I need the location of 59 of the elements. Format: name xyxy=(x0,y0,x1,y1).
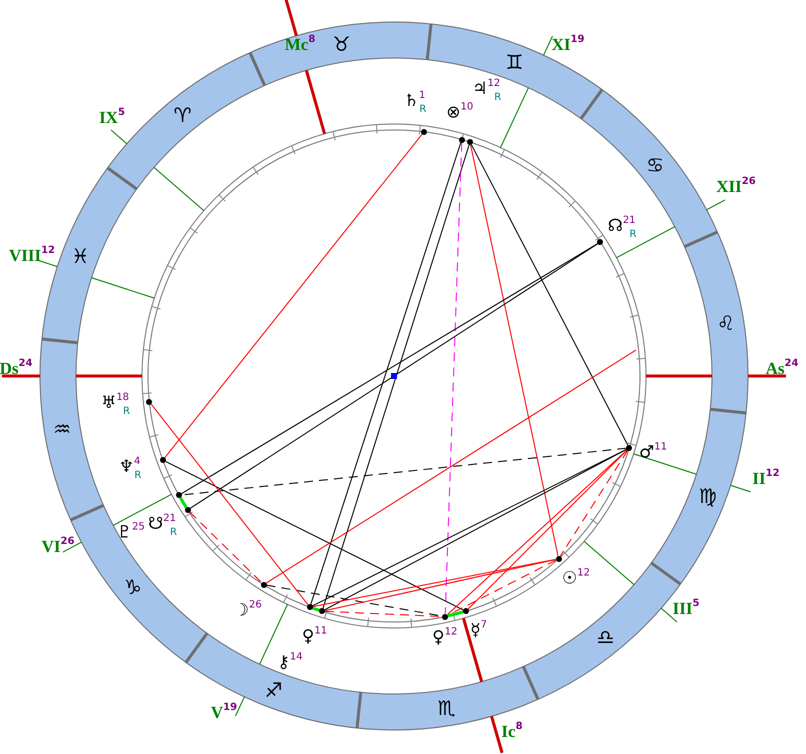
zodiac-sign-glyph: ♉ xyxy=(332,34,350,54)
aspect-line xyxy=(164,134,423,458)
house-cusp-label: VI$^{26}$ xyxy=(42,537,74,555)
aspect-line xyxy=(447,560,556,616)
aspect-line xyxy=(470,144,628,446)
zodiac-sign-glyph: ♐ xyxy=(264,680,283,700)
planet-dot xyxy=(176,492,182,498)
aspect-line xyxy=(444,142,462,614)
zodiac-sign-glyph: ♍ xyxy=(698,486,717,506)
planet-dot xyxy=(160,457,166,464)
house-cusp-label: VIII$^{12}$ xyxy=(8,246,56,264)
house-cusp-label: III$^{5}$ xyxy=(672,599,700,617)
house-cusp-label: Mc$^{8}$ xyxy=(284,35,316,53)
aspect-line xyxy=(266,350,636,584)
house-cusp-label: Ic$^{8}$ xyxy=(501,722,523,740)
planet-dot xyxy=(556,556,562,562)
planet-dot xyxy=(597,239,604,246)
aspect-line xyxy=(150,404,309,606)
zodiac-sign-glyph: ♑ xyxy=(124,577,142,598)
planet-dot xyxy=(319,608,326,614)
house-cusp-label: II$^{12}$ xyxy=(752,469,780,487)
zodiac-sign-glyph: ♓ xyxy=(71,246,90,266)
zodiac-sign-glyph: ♌ xyxy=(716,313,735,334)
zodiac-sign-glyph: ♋ xyxy=(646,154,664,175)
aspect-line xyxy=(189,512,262,584)
aspect-line xyxy=(448,610,464,618)
aspect-line xyxy=(179,497,188,508)
zodiac-sign-glyph: ♊ xyxy=(505,52,524,72)
planet-dot xyxy=(442,614,448,620)
house-cusp-label: XII$^{26}$ xyxy=(716,177,756,195)
planet-dot xyxy=(306,604,313,610)
aspect-line xyxy=(470,144,558,556)
planet-dot xyxy=(626,444,632,451)
aspect-line xyxy=(312,606,320,612)
planet-label: ♂$^{11}$ xyxy=(639,442,667,462)
house-cusp-label: Ds$^{24}$ xyxy=(0,359,32,377)
zodiac-sign-glyph: ♎ xyxy=(596,627,614,648)
planet-dot xyxy=(146,398,152,405)
aspect-line xyxy=(165,460,464,610)
planet-label: ⊗$^{10}$ xyxy=(446,102,474,122)
planet-label: ♀$^{11}$ xyxy=(302,626,328,646)
planet-dot xyxy=(458,136,465,143)
house-cusp-label: V$^{19}$ xyxy=(210,703,238,721)
planet-label: ☽$^{26}$ xyxy=(234,600,262,620)
zodiac-sign-glyph: ♈ xyxy=(174,104,192,125)
planet-label: ☉$^{12}$ xyxy=(562,568,590,588)
planet-dot xyxy=(420,128,427,135)
aspect-line xyxy=(560,450,628,557)
planet-dot xyxy=(260,582,267,588)
planet-label: ♀$^{12}$ xyxy=(432,628,458,647)
house-cusp-label: IX$^{5}$ xyxy=(99,108,125,126)
house-cusp-label: XI$^{19}$ xyxy=(552,35,584,53)
planet-label: ☿$^{7}$ xyxy=(470,620,487,640)
zodiac-sign-glyph: ♏ xyxy=(438,698,456,718)
planet-label: ⚷$^{14}$ xyxy=(277,652,303,672)
zodiac-sign-glyph: ♒ xyxy=(53,418,72,439)
house-cusp-label: As$^{24}$ xyxy=(766,359,798,377)
planet-dot xyxy=(467,139,474,146)
planet-label: ♇$^{25}$ xyxy=(116,522,145,542)
